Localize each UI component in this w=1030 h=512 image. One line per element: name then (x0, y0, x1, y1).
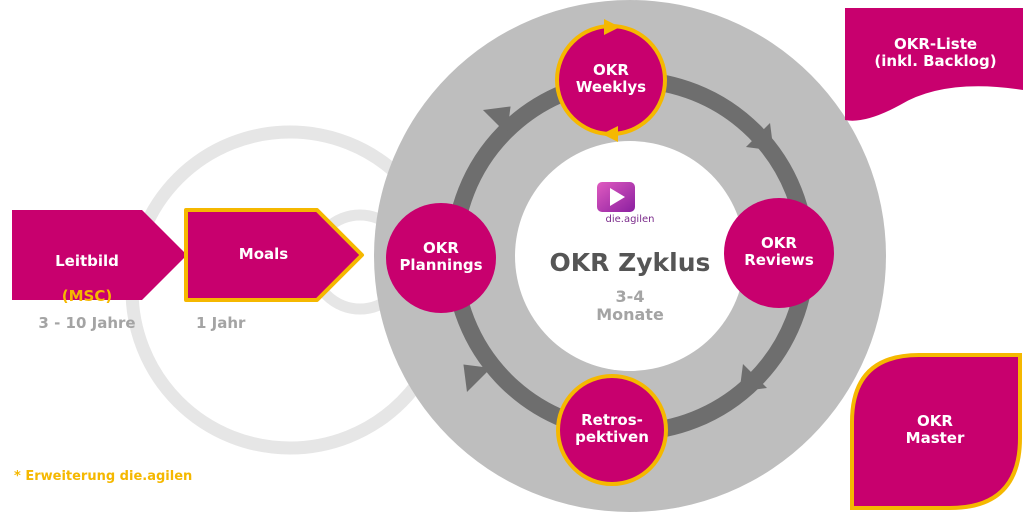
leitbild-msc: (MSC) (61, 286, 113, 305)
leitbild-title: Leitbild (55, 252, 119, 271)
logo-icon (597, 182, 635, 212)
arrow-head (482, 106, 511, 135)
arrow-head (463, 364, 492, 393)
cycle-arrows (463, 106, 774, 393)
okr-liste-label: OKR-Liste (inkl. Backlog) (874, 35, 997, 71)
cycle-duration: 3-4 Monate (596, 287, 664, 325)
moals-duration: 1 Jahr (196, 314, 246, 332)
okr-plannings-label: OKR Plannings (399, 239, 483, 275)
okr-reviews-label: OKR Reviews (744, 234, 814, 270)
okr-reviews-node (724, 198, 834, 308)
weeklys-arrows (602, 19, 620, 142)
footnote: * Erweiterung die.agilen (14, 469, 193, 484)
okr-master-label: OKR Master (905, 412, 965, 448)
cycle-center (515, 141, 745, 371)
retrospektiven-node (556, 374, 668, 486)
logo-text: die.agilen (605, 214, 655, 225)
arrow-head (604, 19, 620, 35)
moals-label: Moals (238, 245, 289, 263)
leitbild-duration: 3 - 10 Jahre (38, 314, 136, 332)
moals-arrow (184, 208, 364, 302)
leitbild-arrow (12, 210, 187, 300)
cycle-title: OKR Zyklus (549, 248, 711, 277)
retrospektiven-label: Retros- pektiven (575, 411, 649, 447)
okr-plannings-node (386, 203, 496, 313)
arrow-head (745, 122, 774, 151)
arrow-head (602, 126, 618, 142)
arrow-head (739, 363, 768, 392)
okr-weeklys-label: OKR Weeklys (575, 61, 647, 97)
leitbild-label: Leitbild (MSC) (12, 236, 162, 305)
okr-liste-shape (845, 8, 1023, 121)
logo-play (610, 188, 625, 206)
okr-master-shape (850, 353, 1022, 510)
